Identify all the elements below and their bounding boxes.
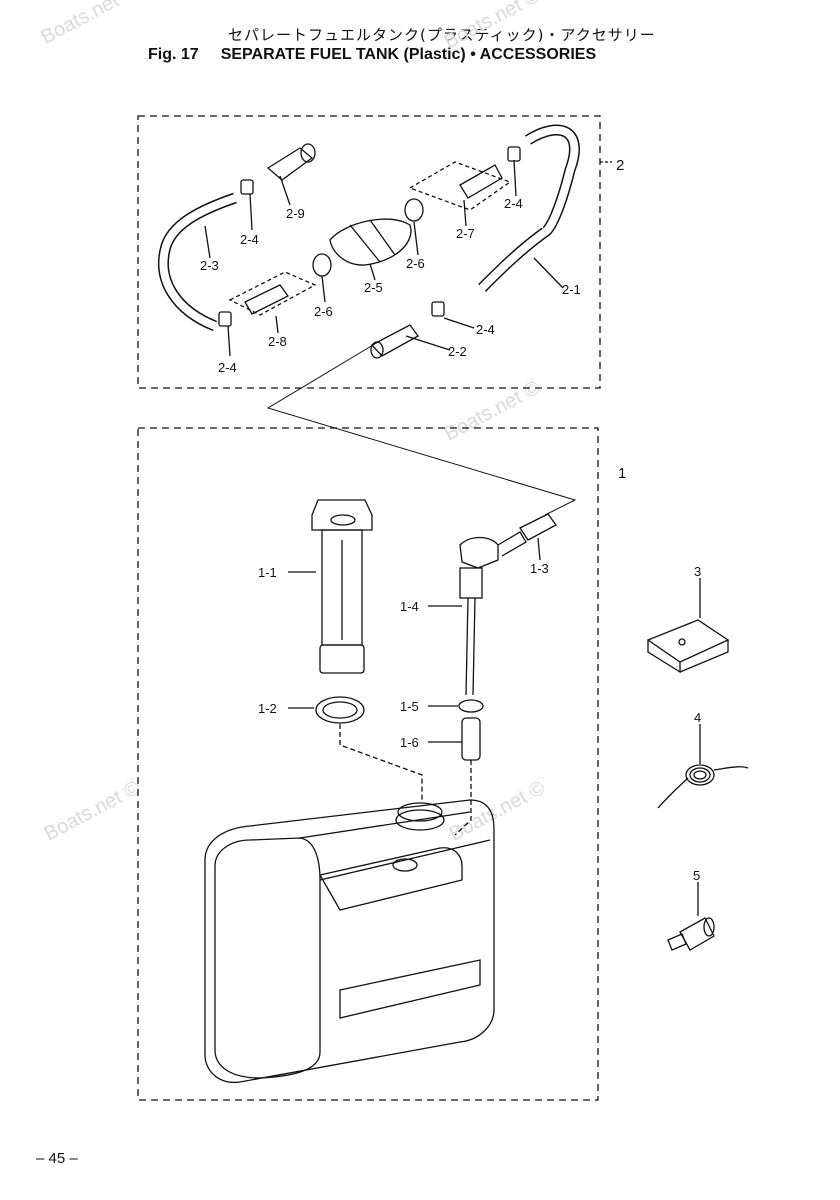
callout-4: 4 [694,710,701,725]
pickup-tube-1-4 [465,597,469,696]
fitting-5 [679,917,715,951]
subassembly-2-8 [228,271,317,316]
callout-1-6: 1-6 [400,735,419,750]
figure-title: Fig. 17 SEPARATE FUEL TANK (Plastic) • AC… [148,46,596,64]
callout-2-4: 2-4 [240,232,259,247]
primer-bulb-2-5 [329,218,412,266]
callout-1-4: 1-4 [400,599,419,614]
callout-group-2: 2 [616,157,624,174]
callout-1-3: 1-3 [530,561,549,576]
connector-2-2 [370,324,419,357]
callout-2-1: 2-1 [562,282,581,297]
callout-2-4: 2-4 [476,322,495,337]
oring-1-5 [458,699,484,713]
title-japanese: セパレートフュエルタンク(プラスティック)・アクセサリー [228,26,656,44]
clamp-2-4 [218,311,232,327]
gauge-cap [311,499,373,531]
callout-2-7: 2-7 [456,226,475,241]
connector-2-9 [266,147,314,181]
pickup-fitting [459,567,483,599]
callout-2-4: 2-4 [504,196,523,211]
fuel-tank [204,799,495,1083]
callout-2-5: 2-5 [364,280,383,295]
figure-number: Fig. 17 [148,46,199,63]
group-1-frame [137,427,599,1101]
callout-1-2: 1-2 [258,701,277,716]
valve-2-6 [312,253,332,277]
clamp-2-4 [240,179,254,195]
callout-2-6: 2-6 [314,304,333,319]
filter-1-6 [461,717,481,761]
callout-3: 3 [694,564,701,579]
callout-2-3: 2-3 [200,258,219,273]
clamp-2-4 [431,301,445,317]
clamp-2-4 [507,146,521,162]
callout-2-4: 2-4 [218,360,237,375]
callout-2-6: 2-6 [406,256,425,271]
elbow-fitting [459,536,499,569]
group-2-frame [137,115,601,389]
callout-2-8: 2-8 [268,334,287,349]
connection-line [266,341,577,516]
figure-title-text: SEPARATE FUEL TANK (Plastic) • ACCESSORI… [220,46,597,63]
gasket-1-2 [315,696,365,724]
callout-5: 5 [693,868,700,883]
coil-4 [657,764,749,809]
connector-1-3 [519,513,557,541]
page-number: – 45 – [36,1150,78,1167]
callout-2-9: 2-9 [286,206,305,221]
callout-1-5: 1-5 [400,699,419,714]
callout-2-2: 2-2 [448,344,467,359]
callout-group-1: 1 [618,465,626,482]
bracket-3 [646,619,730,663]
callout-1-1: 1-1 [258,565,277,580]
valve-2-6 [404,198,424,222]
